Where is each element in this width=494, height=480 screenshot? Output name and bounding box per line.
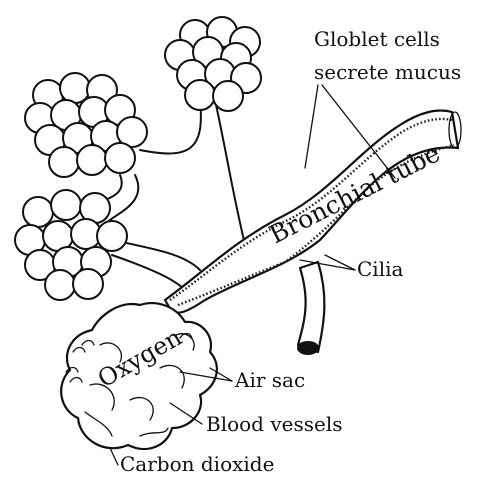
alveolus xyxy=(45,270,75,300)
carbon-dioxide-label: Carbon dioxide xyxy=(120,452,274,476)
alveolus xyxy=(49,147,79,177)
alveolus xyxy=(97,221,127,251)
goblet-cells-label-line1: Globlet cells xyxy=(314,27,440,51)
goblet-leader-1 xyxy=(305,85,318,168)
alveolus xyxy=(185,80,215,110)
cluster-top xyxy=(165,17,261,111)
alveolus xyxy=(73,269,103,299)
branch-opening xyxy=(297,341,319,355)
air-sac xyxy=(61,303,217,449)
cluster-lower xyxy=(15,190,127,300)
alveolus xyxy=(51,190,81,220)
alveolus xyxy=(105,143,135,173)
cluster-middle xyxy=(25,73,147,177)
cilia-label: Cilia xyxy=(357,257,403,281)
alveolus xyxy=(213,81,243,111)
air-sac-label: Air sac xyxy=(234,368,305,392)
blood-vessels-label: Blood vessels xyxy=(206,412,343,436)
secondary-branch xyxy=(297,262,324,355)
carbon-dioxide-leader xyxy=(110,448,118,465)
alveolus xyxy=(23,197,53,227)
goblet-cells-label-line2: secrete mucus xyxy=(314,60,461,84)
bronchial-tube-label: Bronchial tube xyxy=(265,138,445,249)
alveolus xyxy=(77,145,107,175)
